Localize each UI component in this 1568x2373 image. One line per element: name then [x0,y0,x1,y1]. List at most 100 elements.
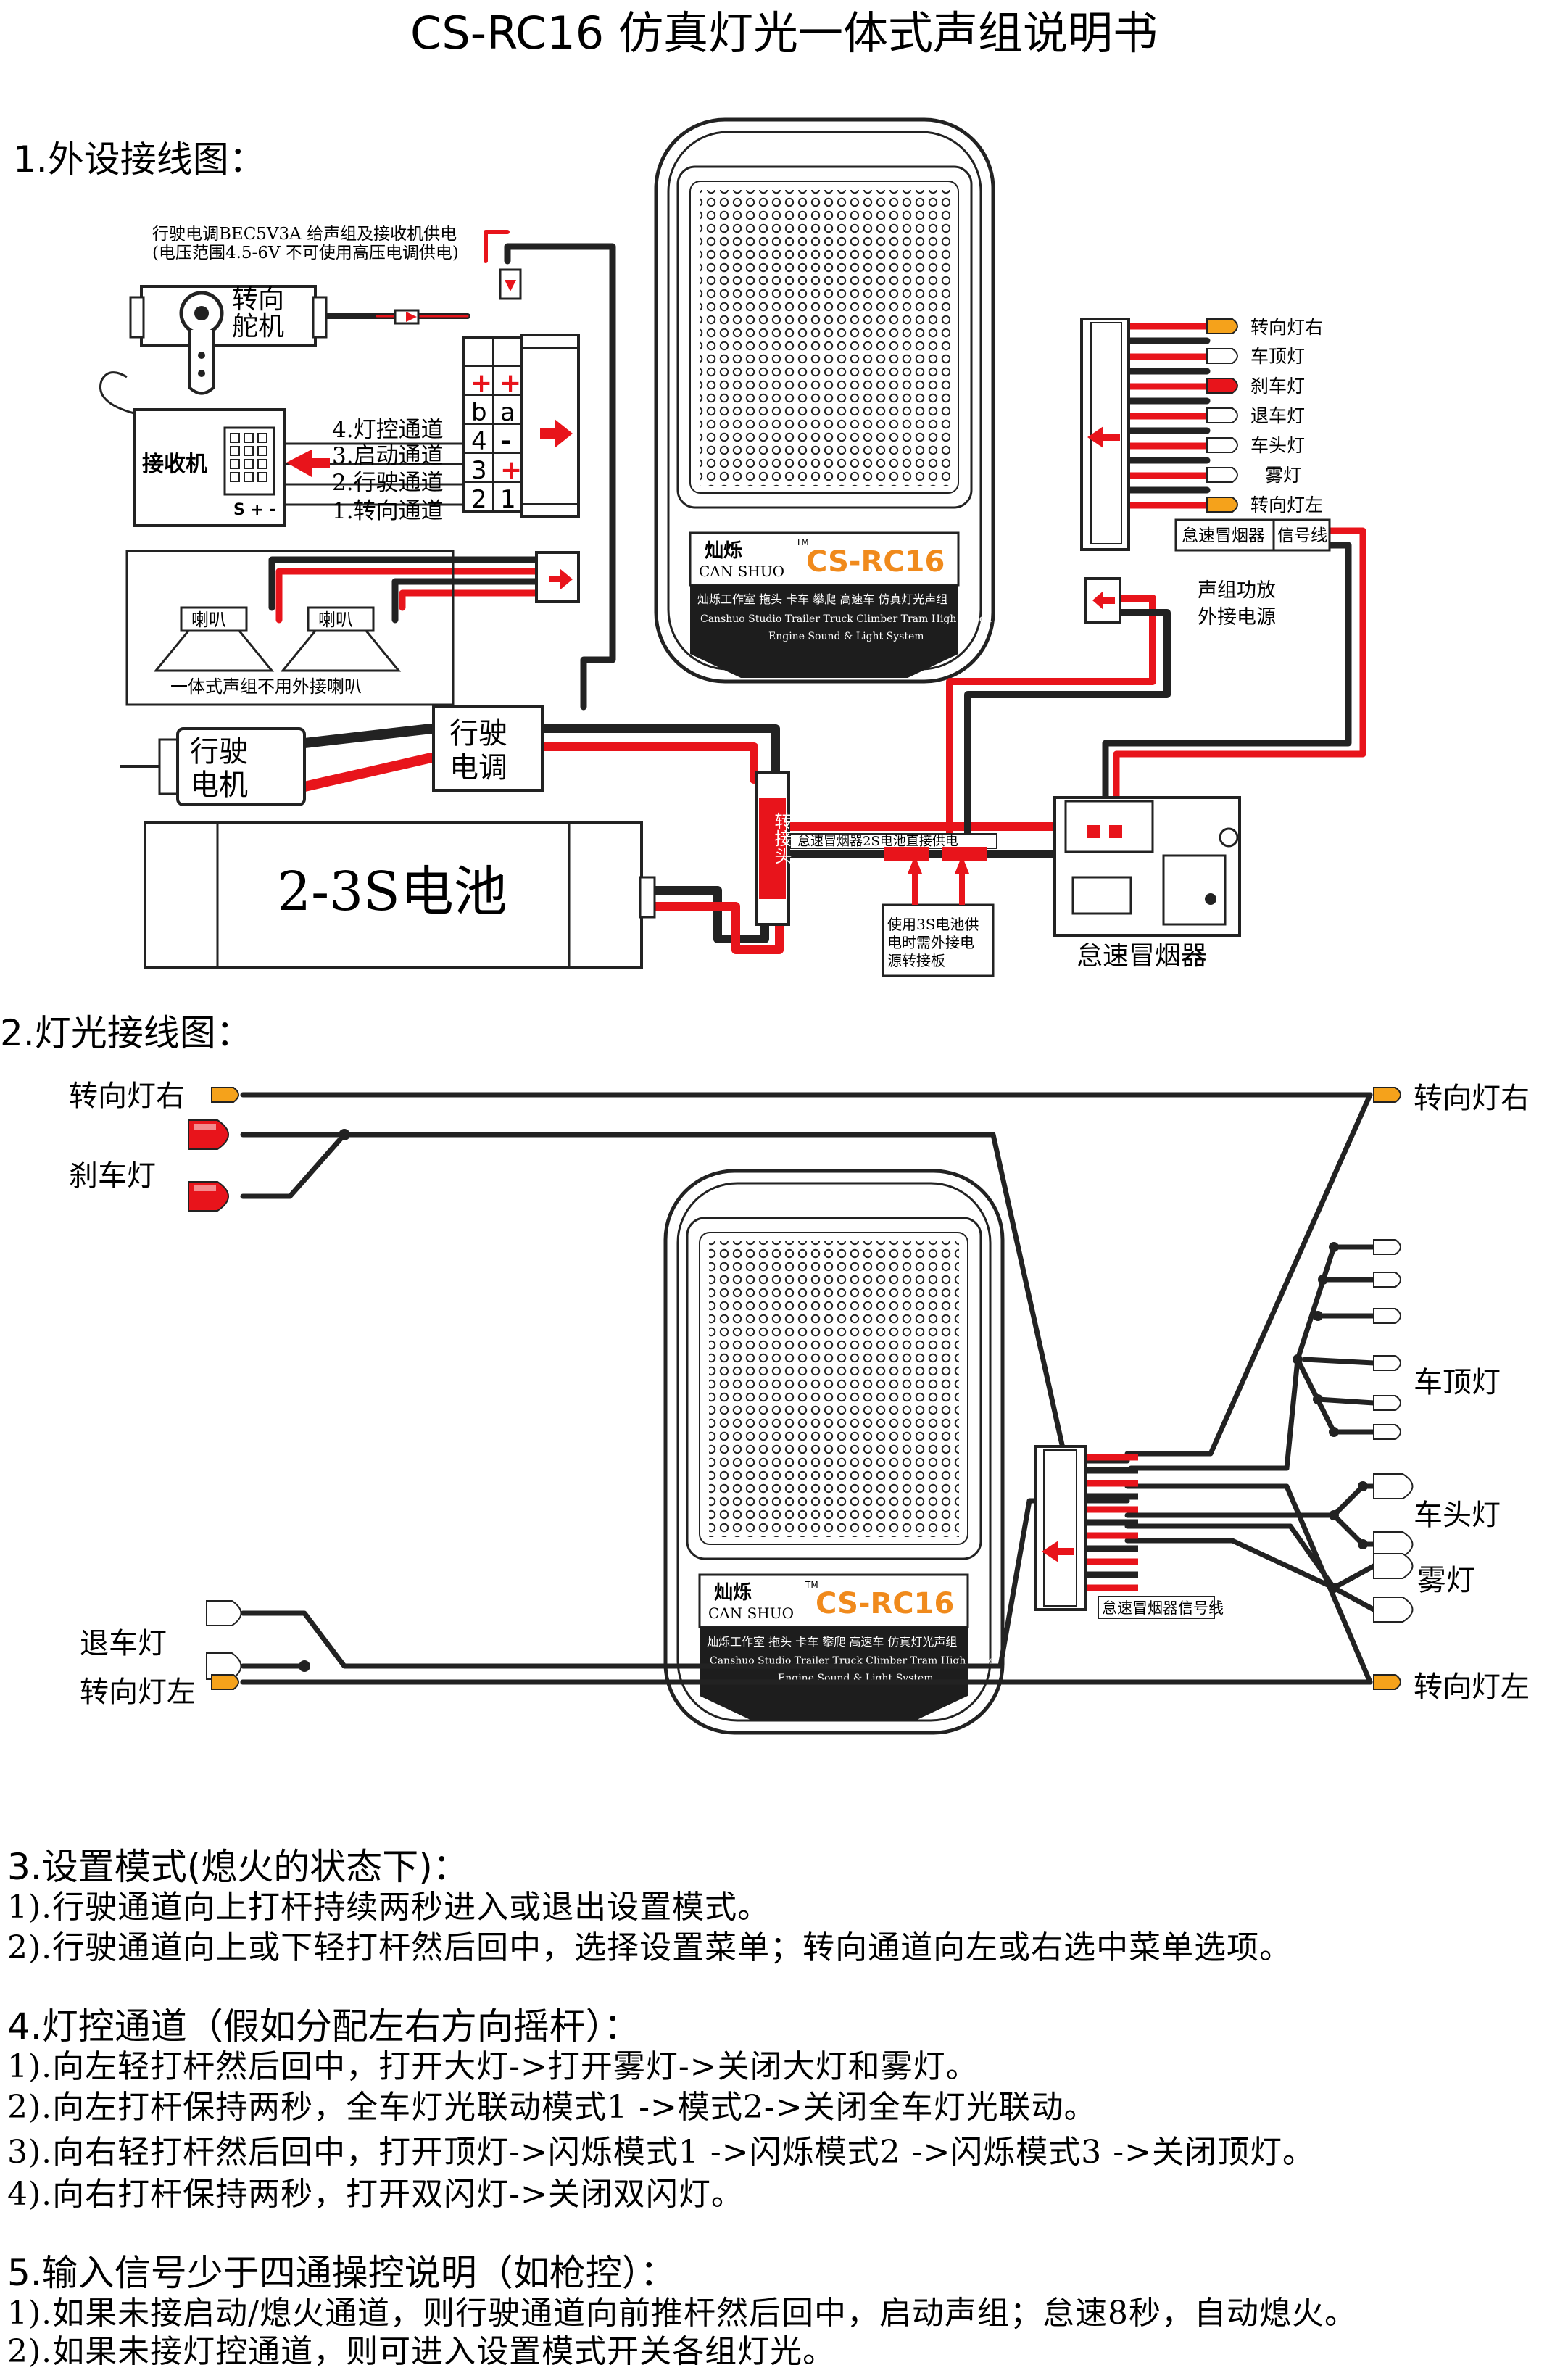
idle-smoke-note-2: 电时需外接电 [887,934,974,951]
light-label-roof: 车顶灯 [1250,346,1305,367]
servo-label-2: 舵机 [232,312,284,341]
speaker-left: 喇叭 [191,610,226,630]
idle-smoker-unit [1053,796,1241,937]
light-label-turn-right: 转向灯右 [1250,317,1323,338]
junction-plug [755,771,790,926]
sound-module [654,117,995,684]
idle-smoke-bar-label: 怠速冒烟器2S电池直接供电 [797,834,958,849]
section4-item-1: 1).向左轻打杆然后回中，打开大灯->打开雾灯->关闭大灯和雾灯。 [7,2048,979,2085]
speaker-right: 喇叭 [318,610,353,630]
channel-connector [462,268,580,518]
signal-label-a: 怠速冒烟器 [1182,526,1265,545]
light-label-reverse: 退车灯 [1250,405,1305,426]
receiver [99,371,330,527]
left-label-turn-right: 转向灯右 [69,1080,185,1113]
servo-label-1: 转向 [232,285,284,315]
module-brand-en: CAN SHUO [699,563,784,580]
section5-item-1: 1).如果未接启动/熄火通道，则行驶通道向前推杆然后回中，启动声组；怠速8秒，自… [7,2295,1357,2332]
pin-plus-right: + [499,368,521,398]
wires [268,230,1366,954]
esc-label-1: 行驶 [449,717,507,750]
junction-label: 转接头 [771,812,792,864]
right-label-turn-left: 转向灯左 [1414,1670,1530,1704]
section4-item-2: 2).向左打杆保持两秒，全车灯光联动模式1 ->模式2->关闭全车灯光联动。 [7,2089,1097,2126]
light-label-brake: 刹车灯 [1250,376,1305,397]
motor-label-2: 电机 [190,769,248,802]
wiring-diagram: 行驶电调BEC5V3A 给声组及接收机供电 (电压范围4.5-6V 不可使用高压… [99,117,1366,977]
right-label-turn-right: 转向灯右 [1414,1082,1530,1115]
light-diagram: 灿烁 CAN SHUO TM CS-RC16 灿烁工作室 拖头 卡车 攀爬 高速… [69,1080,1530,1735]
left-label-turn-left: 转向灯左 [80,1676,196,1709]
section5-item-2: 2).如果未接灯控通道，则可进入设置模式开关各组灯光。 [7,2333,836,2370]
module-tagline-en-2: Engine Sound & Light System [768,631,924,642]
section3-heading: 3.设置模式(熄火的状态下)： [7,1846,469,1888]
channel-2-label: 2.行驶通道 [332,470,444,496]
section4-item-3: 3).向右轻打杆然后回中，打开顶灯->闪烁模式1 ->闪烁模式2 ->闪烁模式3… [7,2134,1316,2171]
pin-a: a [500,398,515,427]
amp-label-1: 声组功放 [1198,579,1276,602]
esc-label-2: 电调 [449,751,507,784]
battery-label: 2-3S电池 [277,861,507,923]
idle-smoker-label: 怠速冒烟器 [1077,941,1207,971]
section2-heading: 2.灯光接线图： [0,1012,252,1054]
motor-label-1: 行驶 [190,735,248,769]
right-label-fog: 雾灯 [1417,1564,1475,1597]
section4-heading: 4.灯控通道（假如分配左右方向摇杆）： [7,2005,640,2047]
pin-minus: - [500,426,511,456]
signal-label-b: 信号线 [1277,526,1327,545]
steering-servo [129,285,420,395]
pin-plus-left: + [470,368,492,398]
module2-brand-en: CAN SHUO [708,1604,794,1622]
right-label-head: 车头灯 [1414,1499,1501,1532]
light-junctions [299,1129,1368,1672]
light-label-head: 车头灯 [1250,435,1305,456]
channel-1-label: 1.转向通道 [332,498,444,524]
diagram-text: 行驶电调BEC5V3A 给声组及接收机供电 (电压范围4.5-6V 不可使用高压… [142,225,1327,971]
pin-3: 3 [471,456,487,485]
speaker-note: 一体式声组不用外接喇叭 [170,676,362,697]
section3-item-2: 2).行驶通道向上或下轻打杆然后回中，选择设置菜单；转向通道向左或右选中菜单选项… [7,1929,1293,1966]
pin-4: 4 [471,427,487,456]
module2-model: CS-RC16 [816,1587,954,1620]
channel-3-label: 3.启动通道 [332,443,444,469]
receiver-label: 接收机 [142,452,207,477]
drive-motor [120,727,306,806]
light-label-fog: 雾灯 [1265,465,1301,486]
module-brand-cn: 灿烁 [705,540,742,562]
right-label-roof: 车顶灯 [1414,1366,1501,1399]
module-tm: TM [795,537,809,547]
left-label-brake: 刹车灯 [69,1159,156,1193]
section1-heading: 1.外设接线图： [13,138,265,181]
module-model: CS-RC16 [806,545,945,579]
channel-4-label: 4.灯控通道 [332,417,444,443]
pin-plus: + [500,455,522,485]
pin-b: b [471,398,487,427]
light-harness-2: 怠速冒烟器信号线 [1034,1445,1224,1619]
section5-heading: 5.输入信号少于四通操控说明（如枪控）： [7,2252,676,2294]
servo-note-2: (电压范围4.5-6V 不可使用高压电调供电) [152,244,459,262]
receiver-pins: S + - [233,501,276,519]
module2-tm: TM [805,1580,818,1590]
esc [432,705,544,792]
module2-brand-cn: 灿烁 [714,1582,752,1604]
amp-label-2: 外接电源 [1198,606,1276,629]
left-lights [188,1087,242,1690]
idle-smoke-bar [789,833,997,977]
module2-tagline: 灿烁工作室 拖头 卡车 攀爬 高速车 仿真灯光声组 [707,1635,957,1649]
pin-1: 1 [500,485,516,514]
module-tagline-en-1: Canshuo Studio Trailer Truck Climber Tra… [700,613,1012,625]
light-harness [1080,318,1331,552]
module-tagline: 灿烁工作室 拖头 卡车 攀爬 高速车 仿真灯光声组 [697,592,947,606]
page-title: CS-RC16 仿真灯光一体式声组说明书 [410,7,1158,59]
idle-smoke-note-3: 源转接板 [887,952,945,969]
signal-label-2: 怠速冒烟器信号线 [1102,1599,1224,1617]
amp-power-connector [1084,577,1121,624]
servo-note-1: 行驶电调BEC5V3A 给声组及接收机供电 [152,225,457,244]
section4-item-4: 4).向右打杆保持两秒，打开双闪灯->关闭双闪灯。 [7,2176,744,2213]
light-labels: 转向灯右 刹车灯 退车灯 转向灯左 转向灯右 车顶灯 车头灯 雾灯 转向灯左 [69,1080,1530,1709]
sound-module-2: 灿烁 CAN SHUO TM CS-RC16 灿烁工作室 拖头 卡车 攀爬 高速… [663,1169,1021,1735]
idle-smoke-note-1: 使用3S电池供 [887,916,979,933]
left-label-reverse: 退车灯 [80,1627,167,1660]
speakers [125,550,580,706]
right-lights [1373,1087,1414,1690]
